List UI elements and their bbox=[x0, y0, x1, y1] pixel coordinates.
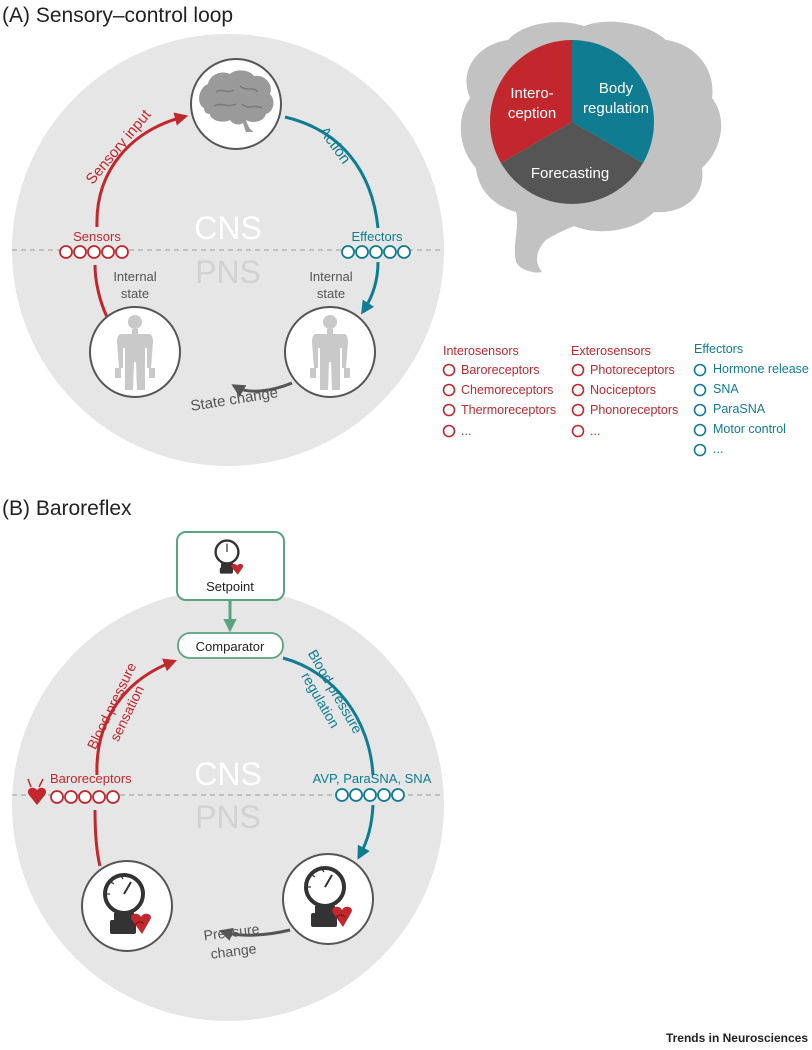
effector-units-a bbox=[341, 245, 411, 259]
baroreceptors-label: Baroreceptors bbox=[50, 771, 132, 786]
effector-units-b bbox=[335, 788, 405, 802]
svg-text:Photoreceptors: Photoreceptors bbox=[590, 363, 675, 377]
interosensors-title: Interosensors bbox=[443, 344, 519, 358]
body-regulation-label: Body regulation bbox=[583, 80, 649, 117]
svg-text:Internal: Internal bbox=[113, 269, 156, 284]
panel-b-title: (B) Baroreflex bbox=[2, 497, 132, 520]
svg-text:state: state bbox=[121, 286, 149, 301]
exterosensor-bullets bbox=[571, 363, 585, 438]
sensor-receptors-a bbox=[59, 245, 129, 259]
interoception-label: Intero- ception bbox=[508, 85, 556, 122]
panel-a-loop: CNS PNS Sensory input Action State chang… bbox=[12, 34, 444, 466]
baroreceptor-units bbox=[50, 790, 120, 804]
journal-footer: Trends in Neurosciences bbox=[666, 1031, 808, 1045]
effectors-label-b: AVP, ParaSNA, SNA bbox=[313, 771, 432, 786]
brain-function-diagram: Intero- ception Body regulation Forecast… bbox=[460, 21, 722, 273]
cns-brain-node bbox=[190, 58, 282, 150]
setpoint-label: Setpoint bbox=[206, 579, 254, 594]
bp-sensation-return-line bbox=[93, 809, 102, 867]
svg-text:ception: ception bbox=[508, 105, 556, 122]
interosensor-bullets bbox=[442, 363, 456, 438]
interoception-slice bbox=[490, 40, 572, 163]
heart-icon bbox=[27, 778, 47, 805]
exterosensors-column: Exterosensors Photoreceptors Nociceptors… bbox=[571, 344, 678, 438]
interosensors-column: Interosensors Baroreceptors Chemorecepto… bbox=[442, 344, 556, 438]
svg-text:...: ... bbox=[461, 424, 471, 438]
effectors-column: Effectors Hormone release SNA ParaSNA Mo… bbox=[693, 342, 809, 457]
forecasting-label: Forecasting bbox=[531, 165, 609, 182]
effector-to-pressure-arrow bbox=[357, 804, 375, 860]
svg-text:Baroreceptors: Baroreceptors bbox=[461, 363, 540, 377]
effectors-title: Effectors bbox=[694, 342, 743, 356]
svg-text:Internal: Internal bbox=[309, 269, 352, 284]
svg-text:Chemoreceptors: Chemoreceptors bbox=[461, 383, 553, 397]
pressure-node-left bbox=[81, 860, 173, 952]
pns-label-a: PNS bbox=[195, 254, 261, 290]
svg-text:regulation: regulation bbox=[583, 100, 649, 117]
sensory-return-line bbox=[93, 264, 109, 318]
internal-state-node-left bbox=[89, 306, 181, 398]
internal-state-node-right bbox=[284, 306, 376, 398]
effector-bullets bbox=[693, 363, 707, 457]
svg-text:Hormone release: Hormone release bbox=[713, 362, 809, 376]
pressure-change-arrow bbox=[218, 927, 291, 941]
body-regulation-slice bbox=[572, 40, 654, 163]
effectors-label-a: Effectors bbox=[351, 229, 403, 244]
svg-text:...: ... bbox=[590, 424, 600, 438]
bp-sensation-arrow bbox=[95, 658, 178, 776]
effector-to-state-arrow bbox=[361, 261, 380, 315]
exterosensors-title: Exterosensors bbox=[571, 344, 651, 358]
comparator-label: Comparator bbox=[196, 639, 265, 654]
receptor-legend: Interosensors Baroreceptors Chemorecepto… bbox=[442, 342, 809, 457]
internal-state-label-left: Internal state bbox=[113, 269, 156, 301]
comparator-box: Comparator bbox=[177, 632, 284, 659]
svg-text:...: ... bbox=[713, 442, 723, 456]
action-arrow bbox=[284, 115, 380, 229]
panel-b-loop: CNS PNS Setpoint Comparator bbox=[12, 531, 444, 1021]
brain-function-pie bbox=[490, 40, 654, 204]
pressure-node-right bbox=[282, 853, 374, 945]
svg-text:Pressure: Pressure bbox=[203, 921, 261, 944]
panel-a-title: (A) Sensory–control loop bbox=[2, 4, 233, 27]
pns-label-b: PNS bbox=[195, 799, 261, 835]
svg-text:Body: Body bbox=[599, 80, 634, 97]
cns-label-a: CNS bbox=[194, 210, 262, 246]
svg-text:Thermoreceptors: Thermoreceptors bbox=[461, 403, 556, 417]
svg-text:Intero-: Intero- bbox=[510, 85, 553, 102]
cns-label-b: CNS bbox=[194, 756, 262, 792]
setpoint-box: Setpoint bbox=[176, 531, 285, 601]
state-change-arrow bbox=[231, 381, 293, 397]
svg-text:Motor control: Motor control bbox=[713, 422, 786, 436]
sensory-input-arrow bbox=[95, 112, 189, 228]
svg-text:state: state bbox=[317, 286, 345, 301]
pressure-change-label: Pressure change bbox=[203, 921, 261, 962]
sensors-label: Sensors bbox=[73, 229, 121, 244]
internal-state-label-right: Internal state bbox=[309, 269, 352, 301]
forecasting-slice bbox=[500, 122, 644, 204]
svg-text:Nociceptors: Nociceptors bbox=[590, 383, 656, 397]
svg-text:SNA: SNA bbox=[713, 382, 739, 396]
svg-text:ParaSNA: ParaSNA bbox=[713, 402, 766, 416]
pressure-gauge-icon bbox=[214, 539, 244, 575]
svg-text:change: change bbox=[210, 940, 258, 962]
svg-text:Phonoreceptors: Phonoreceptors bbox=[590, 403, 678, 417]
bp-regulation-arrow bbox=[282, 656, 375, 776]
